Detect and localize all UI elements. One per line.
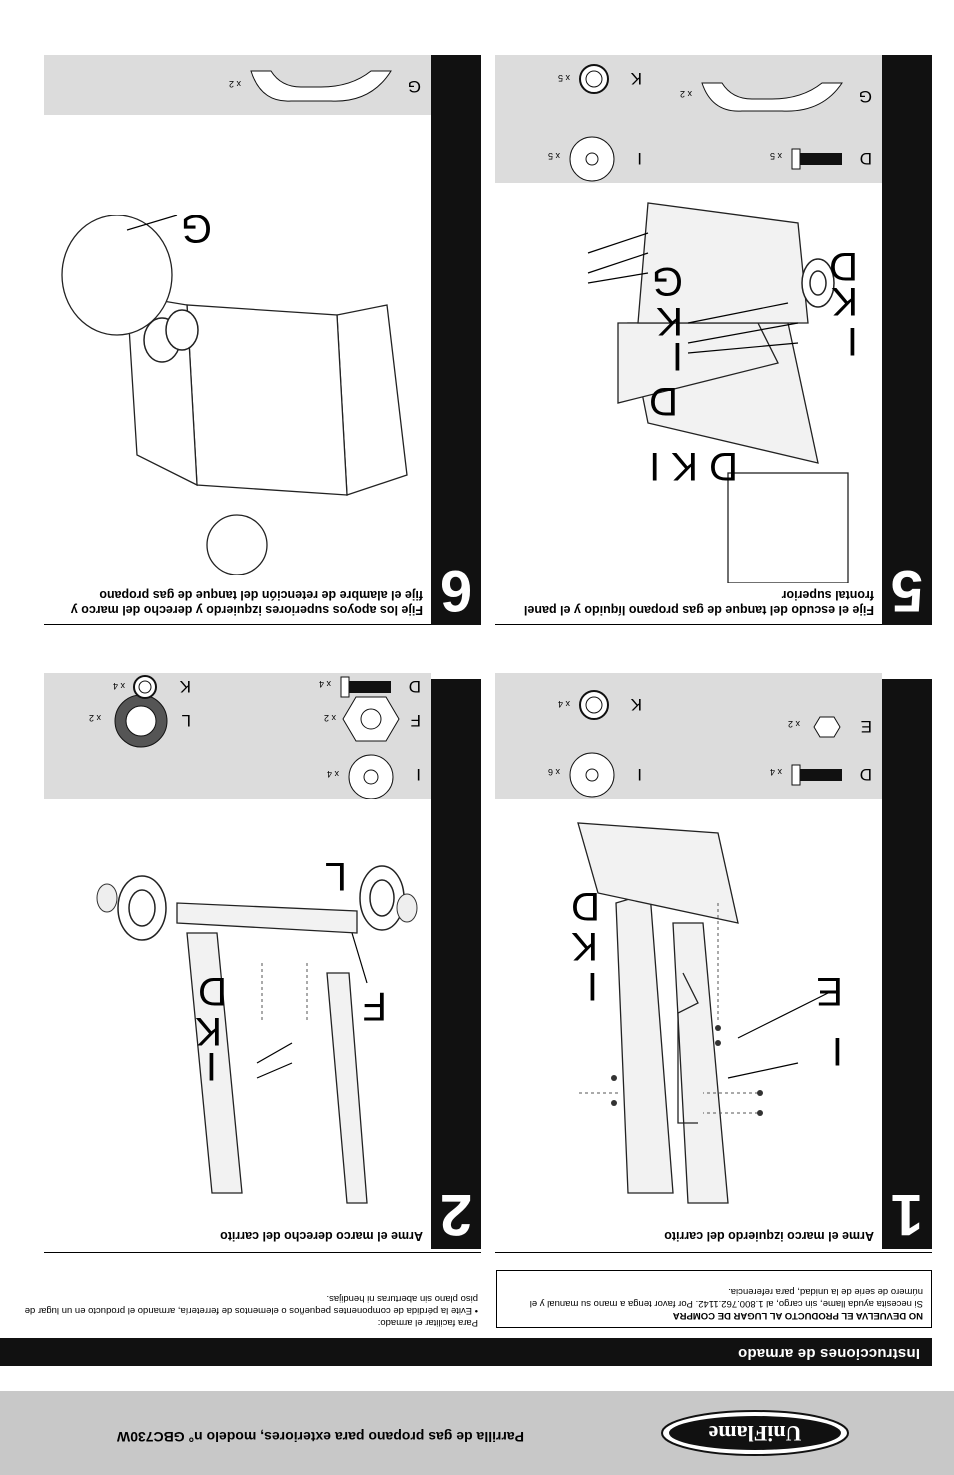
step-number-block: 1 xyxy=(882,679,932,1249)
step-title: Fije el escudo del tanque de gas propano… xyxy=(523,588,874,617)
part-g-count: x 2 xyxy=(229,79,241,89)
notice-heading: NO DEVUELVA EL PRODUCTO AL LUGAR DE COMP… xyxy=(672,1310,923,1321)
step-title: Arme el marco izquierdo del carrito xyxy=(664,1229,874,1243)
step-title: Arme el marco derecho del carrito xyxy=(220,1229,423,1243)
step-2-panel: 2 Arme el marco derecho del carrito xyxy=(44,673,481,1253)
step-number: 5 xyxy=(890,558,924,623)
step-rule xyxy=(44,624,481,625)
part-i-count: x 4 xyxy=(327,769,339,779)
support-bracket-icon xyxy=(250,70,392,102)
callout-i: I xyxy=(832,1029,843,1073)
right-frame-diagram: F L I K D xyxy=(96,854,418,1204)
part-k-label: K xyxy=(630,695,642,714)
notice-box: NO DEVUELVA EL PRODUCTO AL LUGAR DE COMP… xyxy=(496,1270,932,1328)
step-title: Fije los apoyos superiores izquierdo y d… xyxy=(70,588,423,617)
section-title: Instrucciones de armado xyxy=(737,1345,920,1362)
part-k-count: x 5 xyxy=(558,73,570,83)
bolt-icon xyxy=(798,769,842,781)
part-d-label: D xyxy=(860,765,872,784)
bolt-icon xyxy=(798,153,842,165)
step-rule xyxy=(44,1252,481,1253)
parts-list: G x 2 xyxy=(44,55,431,115)
step-number-block: 5 xyxy=(882,55,932,625)
callout-k: K xyxy=(195,1009,222,1053)
callout-d: D xyxy=(649,379,678,423)
wheel-icon xyxy=(117,865,405,941)
callout-d: D xyxy=(571,884,600,928)
tips-body: • Evite la pérdida de componentes pequeñ… xyxy=(24,1293,478,1316)
part-g-label: G xyxy=(408,77,421,96)
callout-d: D xyxy=(829,244,858,288)
part-d-count: x 4 xyxy=(770,767,782,777)
bolt-icon xyxy=(347,681,391,693)
part-k-count: x 4 xyxy=(113,681,125,691)
wheel-icon xyxy=(801,258,835,308)
step-rule xyxy=(495,624,932,625)
part-e-label: E xyxy=(861,717,872,736)
part-f-count: x 2 xyxy=(324,713,336,723)
step-6-panel: 6 Fije los apoyos superiores izquierdo y… xyxy=(44,55,481,625)
part-k-count: x 4 xyxy=(558,699,570,709)
step-number-block: 6 xyxy=(431,55,481,625)
parts-list: D x 5 G x 2 I x 5 K x 5 xyxy=(495,55,882,183)
part-f-label: F xyxy=(411,711,421,730)
parts-list: I x 4 F x 2 D x 4 L x 2 K x 4 xyxy=(44,673,431,800)
step-number: 2 xyxy=(439,1182,473,1247)
bolt-head-icon xyxy=(791,764,801,786)
callout-g: G xyxy=(181,215,212,250)
part-g-label: G xyxy=(859,87,872,106)
part-d-count: x 4 xyxy=(319,679,331,689)
callout-k: K xyxy=(831,279,858,323)
part-e-count: x 2 xyxy=(788,719,800,729)
part-d-label: D xyxy=(409,677,421,696)
tips-heading: Para facilitar el armado: xyxy=(377,1317,478,1328)
part-d-count: x 5 xyxy=(770,151,782,161)
hex-nut-icon xyxy=(813,716,841,738)
step-1-panel: 1 Arme el marco izquierdo del carrito xyxy=(495,673,932,1253)
callout-f: F xyxy=(363,984,387,1028)
callout-dki: D K I xyxy=(649,444,738,488)
callout-i: I xyxy=(587,964,598,1008)
step-number-block: 2 xyxy=(431,679,481,1249)
wheel-icon xyxy=(143,309,199,363)
callout-k: K xyxy=(656,299,683,343)
left-frame-diagram: I E I K D xyxy=(571,822,843,1204)
part-d-label: D xyxy=(860,149,872,168)
part-i-label: I xyxy=(637,149,642,168)
callout-e: E xyxy=(816,969,843,1013)
callout-i: I xyxy=(672,334,683,378)
step-number: 1 xyxy=(890,1182,924,1247)
uniflame-logo: UniFlame xyxy=(661,1410,849,1456)
part-g-count: x 2 xyxy=(680,89,692,99)
part-l-count: x 2 xyxy=(89,713,101,723)
part-i-count: x 6 xyxy=(548,767,560,777)
notice-body: Si necesita ayuda llame, sin cargo, al 1… xyxy=(529,1286,923,1309)
part-l-label: L xyxy=(182,711,191,730)
top-supports-diagram: G xyxy=(61,215,408,575)
callout-i: I xyxy=(847,319,858,363)
part-i-label: I xyxy=(637,765,642,784)
step-number: 6 xyxy=(439,558,473,623)
callout-i: I xyxy=(206,1044,217,1088)
part-i-label: I xyxy=(416,765,421,784)
part-k-label: K xyxy=(179,677,191,696)
parts-list: D x 4 E x 2 I x 6 K x 4 xyxy=(495,673,882,799)
tank-shield-diagram: D K I D I K G D K I xyxy=(587,202,858,583)
callout-d: D xyxy=(198,969,227,1013)
callout-g: G xyxy=(652,259,683,303)
logo-text: UniFlame xyxy=(708,1421,801,1446)
assembly-tips: Para facilitar el armado: • Evite la pér… xyxy=(18,1292,478,1328)
part-i-count: x 5 xyxy=(548,151,560,161)
support-bracket-icon xyxy=(701,82,843,112)
step-rule xyxy=(495,1252,932,1253)
callout-k: K xyxy=(571,924,598,968)
step-5-panel: 5 Fije el escudo del tanque de gas propa… xyxy=(495,55,932,625)
callout-l: L xyxy=(325,854,347,898)
document-title: Parrilla de gas propano para exteriores,… xyxy=(116,1429,524,1445)
part-k-label: K xyxy=(630,69,642,88)
